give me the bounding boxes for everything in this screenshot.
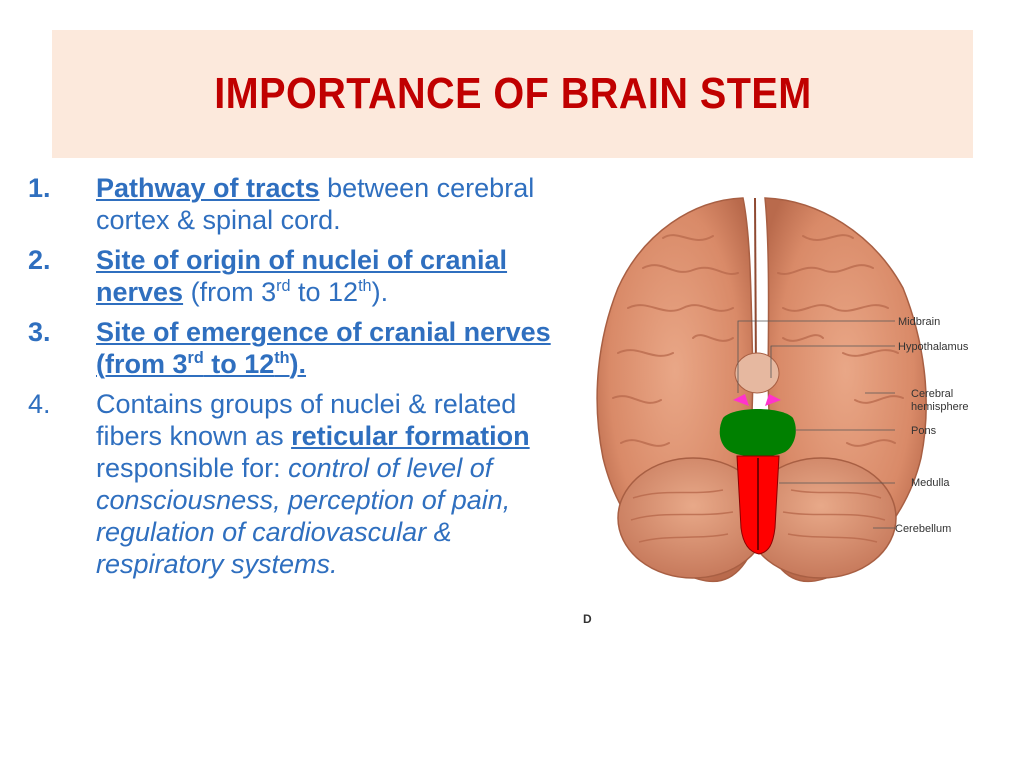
longitudinal-fissure: [754, 197, 757, 379]
superscript: th: [358, 277, 372, 295]
point-number: 1.: [28, 173, 51, 203]
slide-title: IMPORTANCE OF BRAIN STEM: [213, 69, 812, 118]
point-intro: Contains groups of nuclei & related fibe…: [96, 389, 517, 451]
label-cerebral: Cerebral: [911, 388, 953, 400]
label-midbrain: Midbrain: [898, 316, 940, 328]
brain-figure: Midbrain Hypothalamus Cerebral hemispher…: [573, 178, 1003, 628]
panel-letter: D: [583, 612, 592, 626]
point-3: 3. Site of emergence of cranial nerves (…: [28, 316, 568, 380]
point-highlight: Site of emergence of cranial nerves (fro…: [96, 317, 551, 379]
hypothalamus-area: [734, 352, 780, 394]
point-rest: between cerebral cortex & spinal cord.: [96, 173, 535, 235]
point-rest: (from 3: [183, 277, 277, 307]
superscript: th: [274, 349, 290, 367]
points-list: 1. Pathway of tracts between cerebral co…: [28, 172, 568, 580]
point-4: 4. Contains groups of nuclei & related f…: [28, 388, 568, 580]
point-italic: control of level of consciousness, perce…: [96, 453, 511, 579]
point-highlight: Pathway of tracts: [96, 173, 320, 203]
brain-illustration: Midbrain Hypothalamus Cerebral hemispher…: [583, 197, 969, 626]
point-rest: ).: [371, 277, 389, 307]
label-hemisphere: hemisphere: [911, 401, 968, 413]
label-hypothalamus: Hypothalamus: [898, 341, 969, 353]
point-number: 4.: [28, 389, 51, 419]
leader-lines: [737, 320, 895, 529]
point-text: Pathway of tracts between cerebral corte…: [96, 172, 568, 236]
superscript: rd: [187, 349, 204, 367]
point-highlight: ).: [289, 349, 307, 379]
points-list-container: 1. Pathway of tracts between cerebral co…: [28, 172, 568, 588]
point-number: 2.: [28, 245, 51, 275]
point-highlight: to 12: [203, 349, 275, 379]
point-rest: responsible for:: [96, 453, 289, 483]
point-2: 2. Site of origin of nuclei of cranial n…: [28, 244, 568, 308]
title-banner: IMPORTANCE OF BRAIN STEM: [52, 30, 973, 158]
point-text: Site of origin of nuclei of cranial nerv…: [96, 244, 568, 308]
cerebellum-folia: [630, 489, 886, 543]
pons-highlight: [719, 409, 796, 457]
superscript: rd: [276, 277, 291, 295]
label-cerebellum: Cerebellum: [895, 523, 951, 535]
point-text: Contains groups of nuclei & related fibe…: [96, 388, 568, 580]
point-rest: to 12: [290, 277, 359, 307]
point-text: Site of emergence of cranial nerves (fro…: [96, 316, 568, 380]
label-medulla: Medulla: [911, 477, 950, 489]
point-highlight: reticular formation: [291, 421, 530, 451]
point-highlight: Site of origin of nuclei of cranial nerv…: [96, 245, 508, 307]
midbrain-highlight: [733, 394, 781, 406]
point-1: 1. Pathway of tracts between cerebral co…: [28, 172, 568, 236]
label-pons: Pons: [911, 425, 937, 437]
point-number: 3.: [28, 317, 51, 347]
